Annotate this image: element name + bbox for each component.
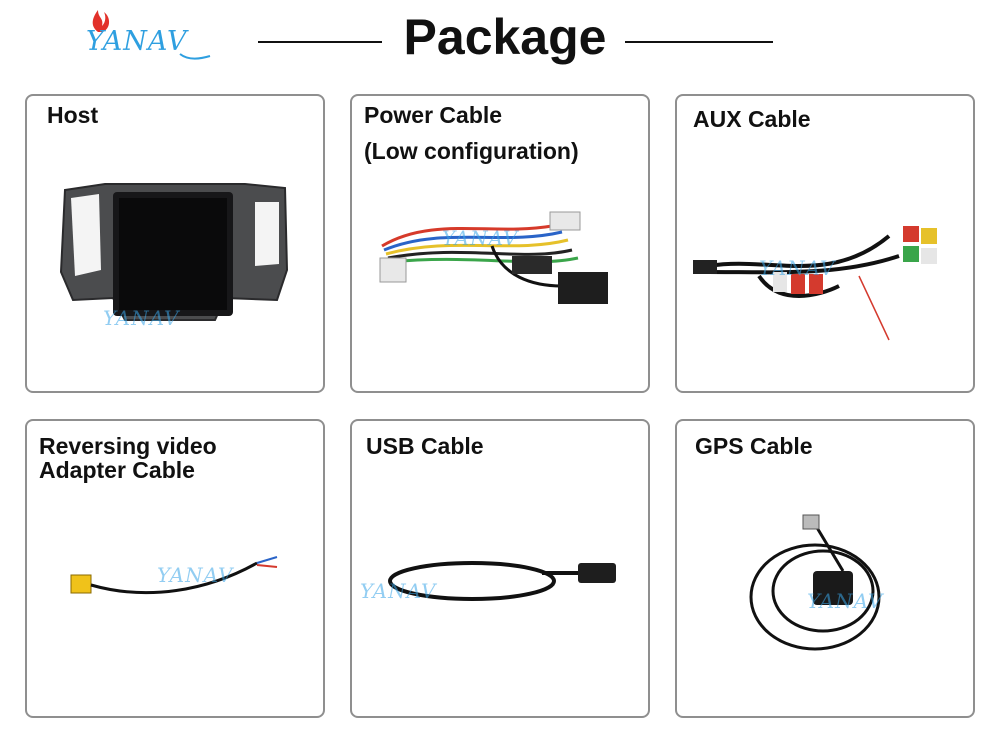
item-title-line-1: Power Cable bbox=[364, 102, 503, 128]
watermark: YANAV bbox=[807, 589, 884, 613]
item-title-line-1: Reversing video bbox=[39, 433, 217, 459]
gps-cable-image bbox=[749, 514, 881, 651]
aux-cable-image bbox=[693, 226, 937, 341]
watermark: YANAV bbox=[103, 306, 180, 330]
title-rule-right bbox=[625, 41, 773, 43]
package-item-power-cable: Power Cable (Low configuration) YANAV bbox=[350, 94, 650, 393]
watermark: YANAV bbox=[759, 256, 836, 280]
title-rule-left bbox=[258, 41, 382, 43]
item-title: Host bbox=[47, 102, 99, 128]
item-title-line-2: (Low configuration) bbox=[364, 138, 579, 164]
head-unit-image bbox=[59, 183, 289, 321]
package-item-host: Host YANAV bbox=[25, 94, 325, 393]
logo-swoosh bbox=[179, 53, 211, 60]
package-item-reversing-cable: Reversing video Adapter Cable YANAV bbox=[25, 419, 325, 718]
item-title: USB Cable bbox=[366, 433, 484, 459]
logo-text: YANAV bbox=[86, 26, 188, 57]
brand-logo: YANAV bbox=[84, 6, 214, 60]
item-title: AUX Cable bbox=[693, 106, 811, 132]
page-title: Package bbox=[403, 9, 607, 65]
watermark: YANAV bbox=[442, 226, 519, 250]
reversing-cable-image bbox=[70, 556, 278, 595]
package-item-gps-cable: GPS Cable YANAV bbox=[675, 419, 975, 718]
watermark: YANAV bbox=[157, 563, 234, 587]
item-title-line-2: Adapter Cable bbox=[39, 457, 195, 483]
package-item-aux-cable: AUX Cable YANAV bbox=[675, 94, 975, 393]
item-title: GPS Cable bbox=[695, 433, 813, 459]
usb-cable-image bbox=[388, 561, 616, 601]
watermark: YANAV bbox=[360, 579, 437, 603]
package-item-usb-cable: USB Cable YANAV bbox=[350, 419, 650, 718]
flame-icon bbox=[92, 10, 110, 32]
power-harness-image bbox=[379, 211, 608, 304]
